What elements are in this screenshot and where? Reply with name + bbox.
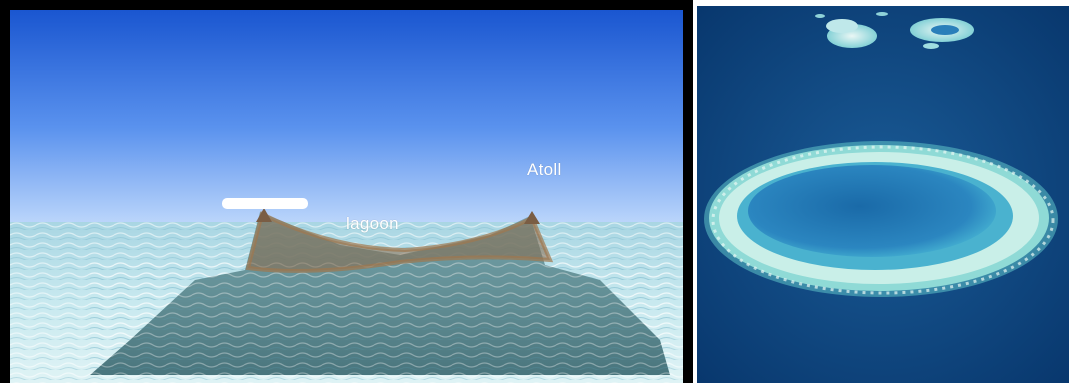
small-atolls-cluster	[815, 12, 974, 49]
atoll-aerial-photo-panel	[697, 6, 1069, 383]
atoll-label: Atoll	[527, 160, 562, 179]
reef-peak-right	[524, 211, 540, 224]
atoll-diagram-panel: Atoll lagoon	[0, 0, 693, 383]
lagoon-label: lagoon	[346, 214, 399, 233]
reef-peak-left	[256, 208, 272, 222]
atoll-3d-illustration	[10, 10, 683, 383]
reef-rim	[245, 211, 554, 273]
central-lagoon	[748, 165, 996, 257]
atoll-aerial-photo	[697, 6, 1069, 383]
main-atoll-ring	[704, 141, 1058, 297]
redaction-mark	[222, 198, 308, 209]
